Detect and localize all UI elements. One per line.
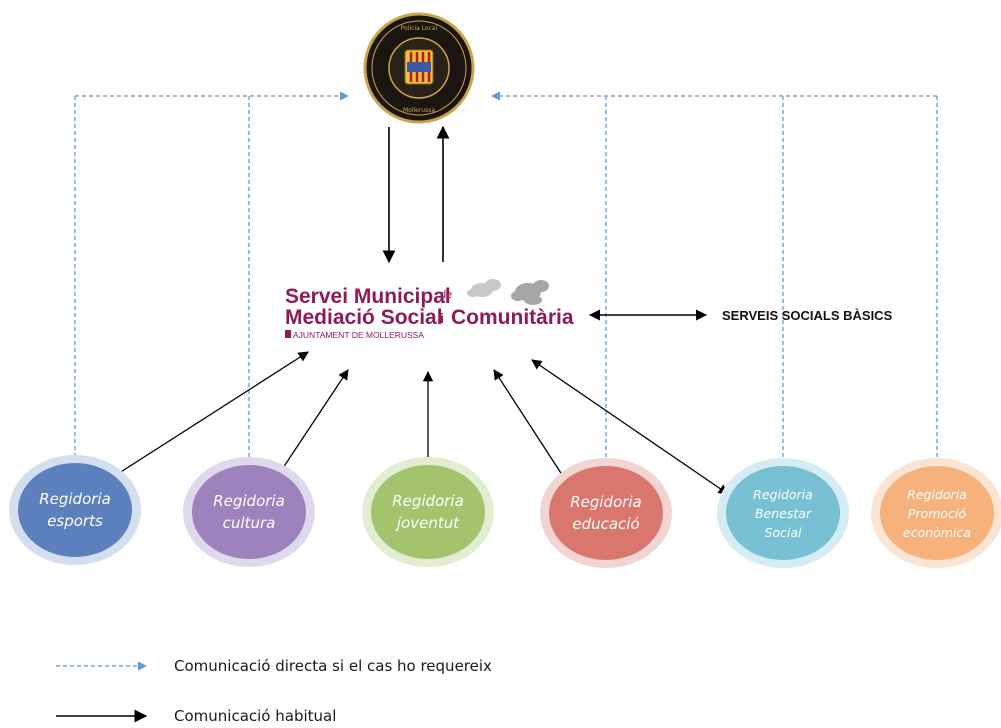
gear-decor-icon: [511, 280, 549, 305]
department-node: Regidoria educació: [540, 458, 672, 568]
department-label: Regidoria: [753, 487, 813, 502]
legend: Comunicació directa si el cas ho requere…: [56, 657, 492, 725]
department-label: esports: [47, 512, 103, 530]
department-circle: [371, 465, 485, 559]
department-label: Promoció: [908, 506, 966, 521]
department-circle: [726, 466, 840, 560]
center-title-line2b: Comunitària: [451, 306, 574, 329]
department-label: joventut: [395, 514, 460, 532]
department-node: Regidoria joventut: [362, 457, 494, 567]
department-label: econòmica: [903, 525, 971, 540]
department-label: educació: [572, 515, 639, 533]
ajuntament-icon: [285, 330, 291, 338]
department-label: Regidoria: [907, 487, 967, 502]
police-seal: Policia Local Mollerussa: [363, 12, 475, 124]
department-label: Regidoria: [39, 490, 111, 508]
basic-services-label: SERVEIS SOCIALS BÀSICS: [722, 308, 893, 323]
department-circle: [192, 465, 306, 559]
department-circle: [880, 466, 994, 560]
department-label: cultura: [223, 514, 276, 532]
legend-solid-label: Comunicació habitual: [174, 707, 336, 725]
department-label: Social: [764, 525, 802, 540]
cloud-decor-icon: [467, 279, 501, 297]
department-nodes: RegidoriaesportsRegidoriaculturaRegidori…: [9, 455, 1001, 568]
center-title-line2: Mediació Social: [285, 306, 443, 329]
department-links: [101, 351, 729, 495]
department-label: Regidoria: [570, 493, 642, 511]
department-label: Regidoria: [392, 492, 464, 510]
center-logo: Servei Municipal de Mediació Social i Co…: [285, 279, 574, 340]
center-title-line1: Servei Municipal: [285, 285, 451, 308]
seal-top-text: Policia Local: [401, 25, 438, 32]
center-title-i: i: [440, 310, 444, 326]
department-label: Benestar: [755, 506, 812, 521]
seal-center-links: [382, 125, 450, 264]
department-circle: [549, 466, 663, 560]
department-circle: [18, 463, 132, 557]
department-node: Regidoria cultura: [183, 457, 315, 567]
dashed-links-right: [491, 91, 938, 490]
dashed-links-left: [74, 91, 349, 480]
seal-bottom-text: Mollerussa: [403, 107, 435, 114]
center-title-de: de: [440, 289, 452, 301]
center-subtitle: AJUNTAMENT DE MOLLERUSSA: [293, 330, 424, 340]
department-label: Regidoria: [213, 492, 285, 510]
department-node: Regidoria esports: [9, 455, 141, 565]
legend-dashed-label: Comunicació directa si el cas ho requere…: [174, 657, 492, 675]
